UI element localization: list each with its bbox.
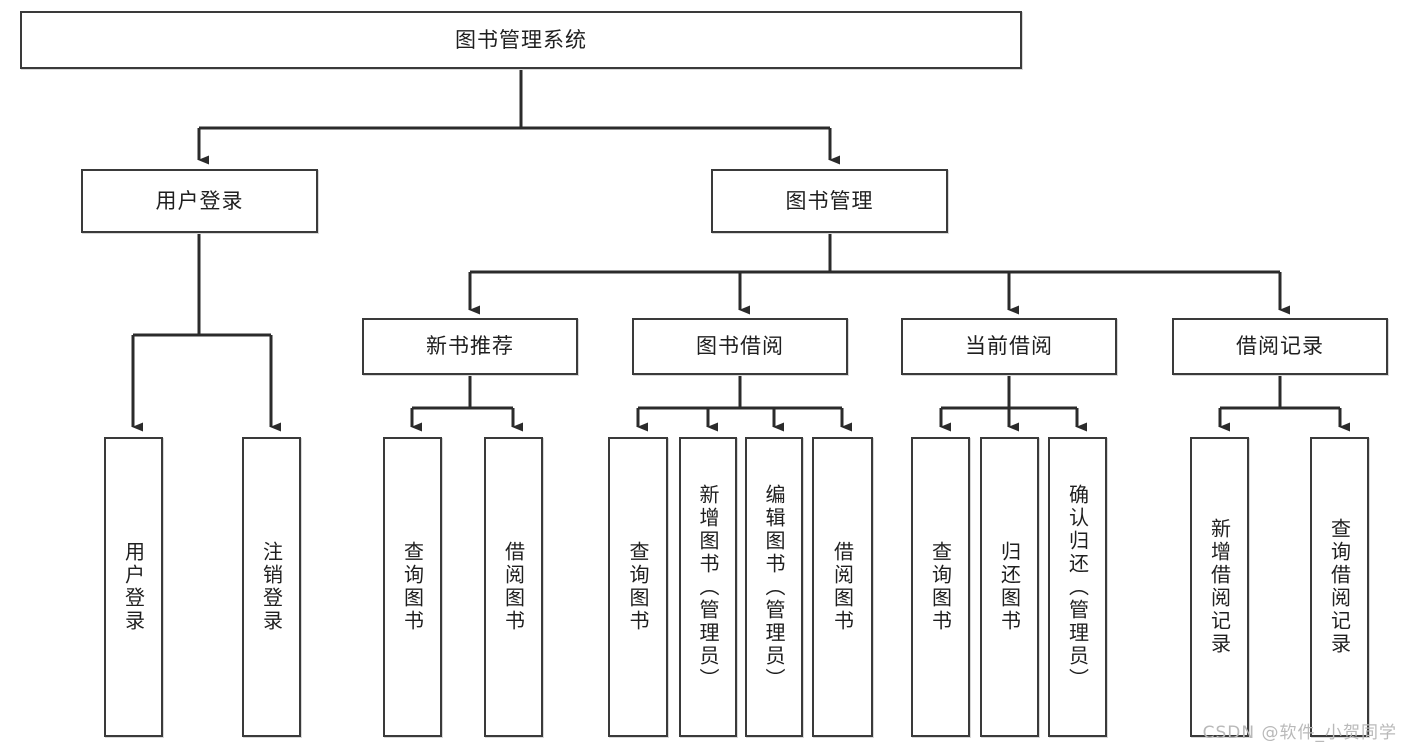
leaf-current-borrow-confirm-admin[interactable]: 确认归还（管理员） xyxy=(1048,437,1107,737)
csdn-watermark: CSDN @软件_小贺同学 xyxy=(1202,723,1397,743)
node-user-login[interactable]: 用户登录 xyxy=(81,169,318,233)
leaf-book-borrow-add-admin[interactable]: 新增图书（管理员） xyxy=(679,437,737,737)
leaf-new-book-query[interactable]: 查询图书 xyxy=(383,437,442,737)
leaf-new-book-borrow[interactable]: 借阅图书 xyxy=(484,437,543,737)
leaf-current-borrow-query[interactable]: 查询图书 xyxy=(911,437,970,737)
node-new-book-recommend[interactable]: 新书推荐 xyxy=(362,318,578,375)
leaf-label: 注销登录 xyxy=(259,541,284,633)
leaf-user-login-logout[interactable]: 注销登录 xyxy=(242,437,301,737)
leaf-label: 借阅图书 xyxy=(501,541,526,633)
node-book-management[interactable]: 图书管理 xyxy=(711,169,948,233)
leaf-current-borrow-return[interactable]: 归还图书 xyxy=(980,437,1039,737)
leaf-book-borrow-borrow[interactable]: 借阅图书 xyxy=(812,437,873,737)
node-root-system[interactable]: 图书管理系统 xyxy=(20,11,1022,69)
leaf-label: 新增图书（管理员） xyxy=(696,483,720,691)
leaf-label: 用户登录 xyxy=(121,541,146,633)
node-book-borrow[interactable]: 图书借阅 xyxy=(632,318,848,375)
leaf-borrow-record-query[interactable]: 查询借阅记录 xyxy=(1310,437,1369,737)
leaf-label: 新增借阅记录 xyxy=(1207,518,1232,656)
node-user-login-label: 用户登录 xyxy=(155,188,244,213)
leaf-book-borrow-query[interactable]: 查询图书 xyxy=(608,437,668,737)
node-borrow-record[interactable]: 借阅记录 xyxy=(1172,318,1388,375)
leaf-label: 编辑图书（管理员） xyxy=(762,483,786,691)
leaf-borrow-record-add[interactable]: 新增借阅记录 xyxy=(1190,437,1249,737)
node-current-borrow[interactable]: 当前借阅 xyxy=(901,318,1117,375)
node-current-borrow-label: 当前借阅 xyxy=(965,334,1053,359)
leaf-label: 查询图书 xyxy=(928,541,953,633)
leaf-book-borrow-edit-admin[interactable]: 编辑图书（管理员） xyxy=(745,437,803,737)
node-new-book-recommend-label: 新书推荐 xyxy=(426,334,514,359)
node-root-label: 图书管理系统 xyxy=(455,27,587,52)
node-book-borrow-label: 图书借阅 xyxy=(696,334,784,359)
leaf-label: 查询借阅记录 xyxy=(1327,518,1352,656)
node-borrow-record-label: 借阅记录 xyxy=(1236,334,1324,359)
leaf-user-login-login[interactable]: 用户登录 xyxy=(104,437,163,737)
leaf-label: 查询图书 xyxy=(626,541,650,633)
leaf-label: 确认归还（管理员） xyxy=(1065,483,1090,691)
leaf-label: 查询图书 xyxy=(400,541,425,633)
node-book-management-label: 图书管理 xyxy=(785,188,874,213)
leaf-label: 归还图书 xyxy=(997,541,1022,633)
leaf-label: 借阅图书 xyxy=(830,541,855,633)
